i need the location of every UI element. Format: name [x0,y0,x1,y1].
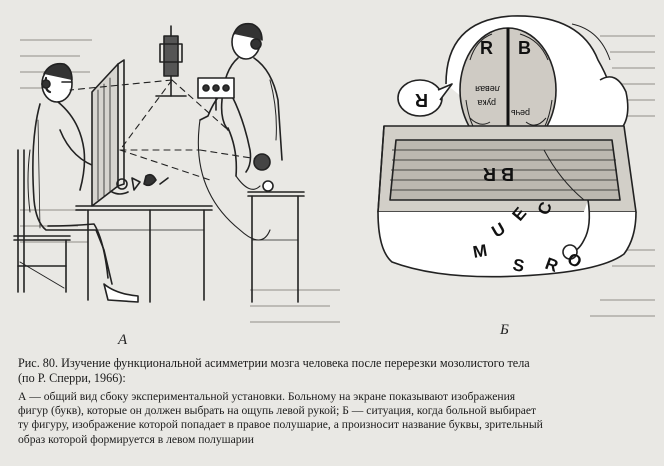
screen-panel [91,59,125,207]
patient-figure [27,62,139,303]
cables [197,119,271,241]
figure-label-a: А [118,332,128,348]
brain-text: R B левая рука речь R B R [415,38,531,184]
table-a [75,205,213,303]
table-letter: R [543,254,561,276]
caption-title-line: Рис. 80. Изучение функциональной асиммет… [18,356,530,370]
switch-device [253,153,274,192]
hemisphere-letter-r: R [480,38,493,58]
control-box [197,77,235,111]
table-letter: S [511,255,525,276]
hemisphere-letter-b: B [518,38,531,58]
caption-body-line: фигур (букв), которые он должен выбрать … [18,404,537,418]
label-left-word2: рука [477,98,496,108]
patient-chair [13,149,71,293]
figure-caption: Рис. 80. Изучение функциональной асиммет… [18,356,658,447]
table-letter: C [534,199,556,217]
figure-a-apparatus [13,22,305,303]
caption-body-line: ту фигуру, изображение которой попадает … [18,418,543,432]
projection-lines [69,79,265,181]
caption-title: Рис. 80. Изучение функциональной асиммет… [18,356,658,386]
illustration: R B левая рука речь R B R C E U M S R O [13,15,655,323]
letter-objects [111,173,169,195]
projector [155,25,187,97]
caption-body-line: А — общий вид сбоку экспериментальной ус… [18,390,516,403]
figure-b-brain-diagram [377,15,637,278]
side-table [247,191,305,303]
caption-title-line: (по Р. Сперри, 1966): [18,371,126,385]
label-right-word: речь [511,108,530,118]
label-left-word1: левая [475,84,500,94]
cord [543,149,585,201]
speech-bubble [397,79,453,117]
caption-body: А — общий вид сбоку экспериментальной ус… [18,390,658,447]
experimenter-figure [199,22,283,177]
figure-label-b: Б [500,322,509,338]
table-b [377,125,637,278]
bubble-letter: R [415,90,428,110]
screen-letters: B R [483,164,514,184]
caption-body-line: образ которой формируется в левом полуша… [18,432,254,446]
table-letter: M [471,241,488,262]
